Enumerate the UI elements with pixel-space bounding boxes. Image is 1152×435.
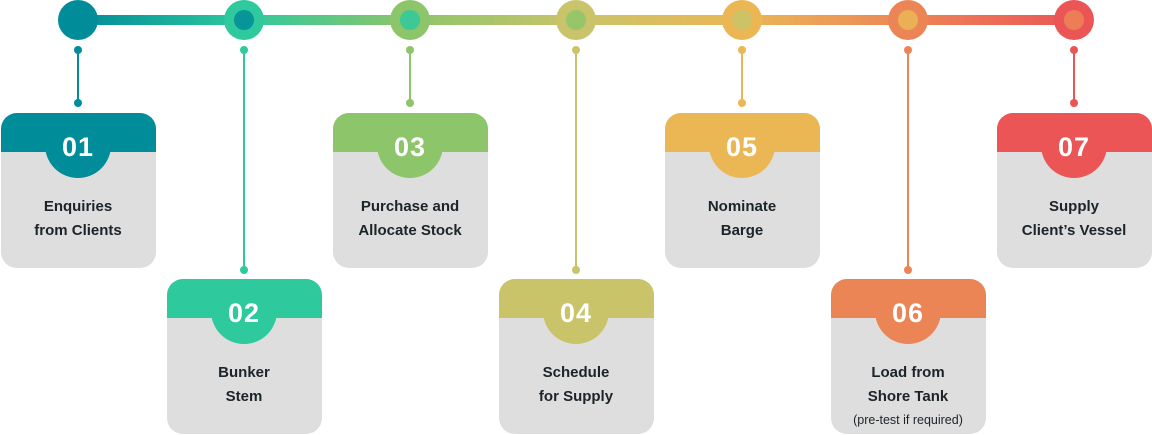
step-number: 07 (1057, 132, 1091, 162)
step-title-line: for Supply (538, 388, 614, 405)
step-number: 05 (725, 132, 759, 162)
connector-dot (738, 46, 746, 54)
step-number: 06 (891, 298, 925, 328)
step-title-line: Nominate (707, 198, 777, 215)
step-title: Schedule for Supply (499, 361, 654, 409)
step-title-line: Client’s Vessel (1021, 222, 1127, 239)
connector-dot (1070, 46, 1078, 54)
connector-dot (74, 99, 82, 107)
step-title-line: Schedule (542, 364, 610, 381)
timeline-node-inner-dot (732, 10, 752, 30)
step-title-line: from Clients (34, 222, 122, 239)
step-title-line: Bunker (218, 364, 270, 381)
step-subtitle: (pre-test if required) (853, 413, 963, 427)
connector-dot (572, 46, 580, 54)
connector-dot (1070, 99, 1078, 107)
step-title-line: Barge (720, 222, 764, 239)
timeline-node-inner-dot (1064, 10, 1084, 30)
step-title-line: Purchase and (360, 198, 460, 215)
timeline-segment (908, 15, 1074, 25)
step-number: 02 (227, 298, 261, 328)
connector-dot (406, 99, 414, 107)
timeline-segment (78, 15, 244, 25)
timeline-node-inner-dot (234, 10, 254, 30)
timeline-segment (576, 15, 742, 25)
step-number: 04 (559, 298, 593, 328)
connector-dot (406, 46, 414, 54)
timeline-node-01 (58, 0, 98, 40)
step-title-line: Enquiries (43, 198, 113, 215)
step-title-line: Allocate Stock (358, 222, 462, 239)
timeline-node-inner-dot (400, 10, 420, 30)
connector-dot (904, 46, 912, 54)
step-title: Enquiries from Clients (1, 195, 156, 243)
timeline-node-inner-dot (898, 10, 918, 30)
timeline-segment (410, 15, 576, 25)
timeline-segment (244, 15, 410, 25)
step-title-line: Load from (871, 364, 945, 381)
connector-dot (904, 266, 912, 274)
connector-dot (240, 46, 248, 54)
connector-dot (738, 99, 746, 107)
connector-dot (240, 266, 248, 274)
step-number: 03 (393, 132, 427, 162)
step-number: 01 (61, 132, 95, 162)
step-title-line: Shore Tank (867, 388, 949, 405)
step-title-line: Supply (1048, 198, 1099, 215)
step-title-line: Stem (225, 388, 263, 405)
connector-dot (572, 266, 580, 274)
connector-dot (74, 46, 82, 54)
timeline-segment (742, 15, 908, 25)
timeline-node-inner-dot (566, 10, 586, 30)
